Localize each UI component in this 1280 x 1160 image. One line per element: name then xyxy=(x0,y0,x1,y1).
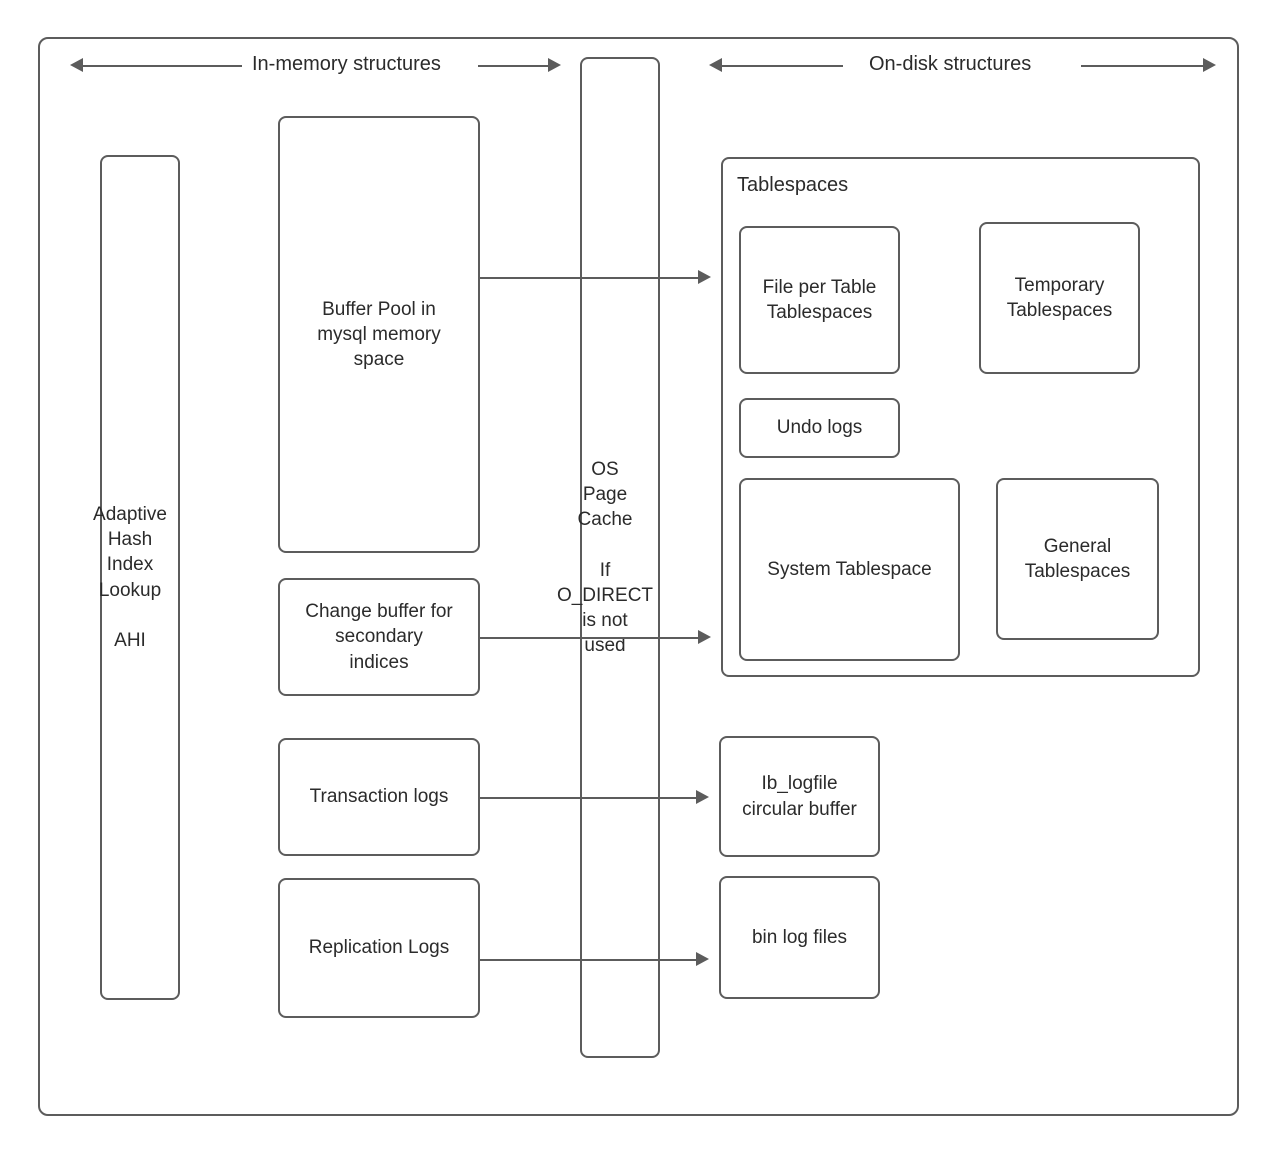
arrow-change-buffer-to-tablespaces-head xyxy=(698,630,711,644)
in-memory-right-line xyxy=(478,65,550,67)
adaptive-hash-index-box[interactable]: Adaptive Hash Index Lookup AHI xyxy=(93,155,180,1000)
system-tablespace-box[interactable]: System Tablespace xyxy=(739,478,960,661)
in-memory-left-line xyxy=(82,65,242,67)
temporary-tablespaces-box[interactable]: Temporary Tablespaces xyxy=(979,222,1140,374)
buffer-pool-box[interactable]: Buffer Pool in mysql memory space xyxy=(278,116,480,553)
on-disk-right-line xyxy=(1081,65,1205,67)
temporary-tablespaces-label: Temporary Tablespaces xyxy=(1006,274,1113,321)
undo-logs-label: Undo logs xyxy=(776,417,863,439)
change-buffer-label: Change buffer for secondary indices xyxy=(305,601,453,673)
arrow-transaction-logs-to-ib-logfile-line xyxy=(480,797,697,799)
transaction-logs-box[interactable]: Transaction logs xyxy=(278,738,480,856)
file-per-table-tablespaces-box[interactable]: File per Table Tablespaces xyxy=(739,226,900,374)
system-tablespace-label: System Tablespace xyxy=(767,558,932,580)
on-disk-right-arrowhead xyxy=(1203,58,1216,72)
adaptive-hash-index-label: Adaptive Hash Index Lookup AHI xyxy=(93,504,167,651)
undo-logs-box[interactable]: Undo logs xyxy=(739,398,900,458)
replication-logs-label: Replication Logs xyxy=(308,937,450,959)
arrow-buffer-pool-to-tablespaces-line xyxy=(480,277,699,279)
arrow-change-buffer-to-tablespaces-line xyxy=(480,637,699,639)
arrow-buffer-pool-to-tablespaces-head xyxy=(698,270,711,284)
ib-logfile-circular-buffer-box[interactable]: Ib_logfile circular buffer xyxy=(719,736,880,857)
in-memory-right-arrowhead xyxy=(548,58,561,72)
transaction-logs-label: Transaction logs xyxy=(309,786,449,808)
arrow-replication-logs-to-bin-log-line xyxy=(480,959,697,961)
tablespaces-title: Tablespaces xyxy=(737,174,849,196)
arrow-replication-logs-to-bin-log-head xyxy=(696,952,709,966)
file-per-table-tablespaces-label: File per Table Tablespaces xyxy=(762,276,877,323)
general-tablespaces-box[interactable]: General Tablespaces xyxy=(996,478,1159,640)
os-page-cache-label: OS Page Cache If O_DIRECT is not used xyxy=(556,459,654,656)
bin-log-files-box[interactable]: bin log files xyxy=(719,876,880,999)
buffer-pool-label: Buffer Pool in mysql memory space xyxy=(317,298,441,371)
arrow-transaction-logs-to-ib-logfile-head xyxy=(696,790,709,804)
bin-log-files-label: bin log files xyxy=(751,926,848,948)
on-disk-left-arrowhead xyxy=(709,58,722,72)
change-buffer-box[interactable]: Change buffer for secondary indices xyxy=(278,578,480,696)
ib-logfile-circular-buffer-label: Ib_logfile circular buffer xyxy=(742,773,857,820)
on-disk-left-line xyxy=(721,65,843,67)
replication-logs-box[interactable]: Replication Logs xyxy=(278,878,480,1018)
general-tablespaces-label: General Tablespaces xyxy=(1024,535,1131,582)
os-page-cache-box[interactable]: OS Page Cache If O_DIRECT is not used xyxy=(557,57,660,1058)
in-memory-left-arrowhead xyxy=(70,58,83,72)
on-disk-band-label: On-disk structures xyxy=(869,53,1032,75)
in-memory-band-label: In-memory structures xyxy=(252,53,441,75)
